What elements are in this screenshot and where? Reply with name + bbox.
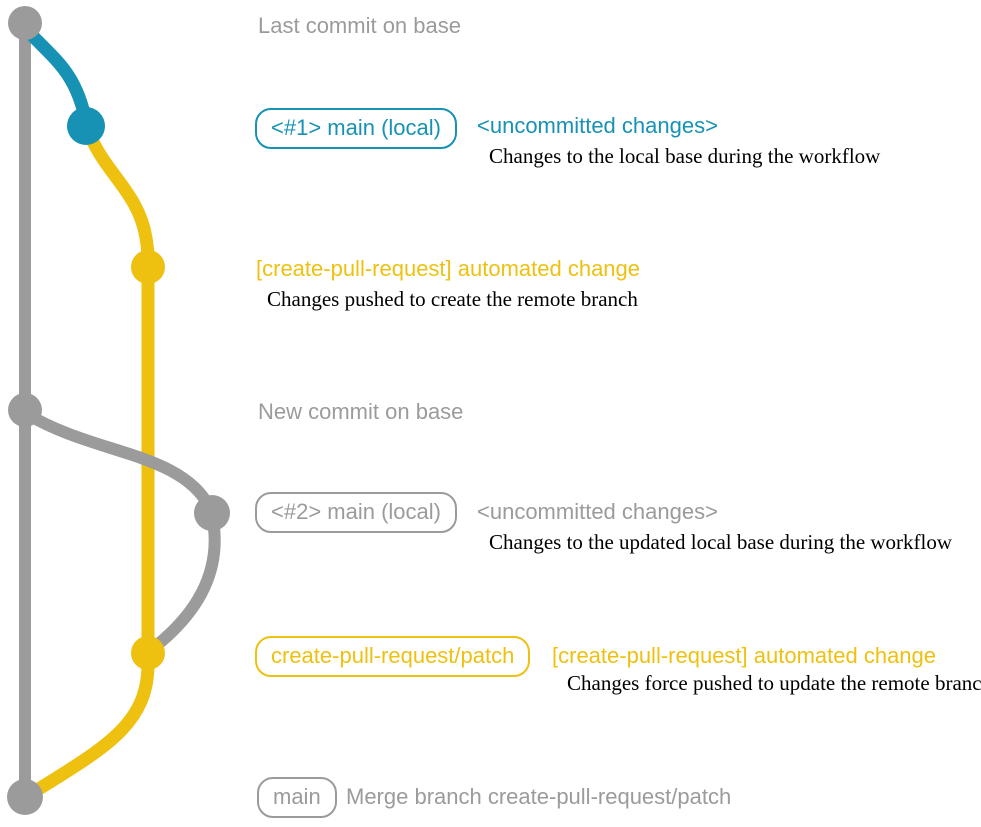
badge-main-local-1: <#1> main (local) (255, 108, 457, 149)
base-update-curve (21, 408, 216, 514)
badge-main: main (257, 777, 337, 818)
commit-dot-uncommitted-changes-2 (194, 495, 230, 531)
commit-dot-uncommitted-changes-1 (67, 107, 105, 145)
patch-branch-line (27, 123, 155, 799)
commit-dot-automated-change-2 (131, 636, 165, 670)
desc-automated-change-2: Changes force pushed to update the remot… (567, 671, 981, 695)
label-automated-change-2: [create-pull-request] automated change (552, 643, 937, 668)
caption-last-commit-on-base: Last commit on base (258, 13, 461, 38)
desc-automated-change-1: Changes pushed to create the remote bran… (267, 287, 638, 311)
caption-new-commit-on-base: New commit on base (258, 399, 464, 424)
badge-main-local-2: <#2> main (local) (255, 492, 457, 533)
commit-dot-last-commit-on-base (8, 6, 42, 40)
badge-create-pull-request-patch: create-pull-request/patch (255, 636, 531, 677)
desc-uncommitted-changes-1: Changes to the local base during the wor… (489, 144, 881, 168)
commit-dot-automated-change-1 (131, 250, 165, 284)
label-uncommitted-changes-2: <uncommitted changes> (477, 499, 718, 524)
local-main-branch-line (20, 23, 93, 129)
desc-uncommitted-changes-2: Changes to the updated local base during… (489, 530, 953, 554)
commit-dot-new-commit-on-base (8, 393, 42, 427)
label-uncommitted-changes-1: <uncommitted changes> (477, 113, 718, 138)
rebase-merge-curve (146, 509, 221, 655)
caption-merge-branch: Merge branch create-pull-request/patch (346, 784, 732, 809)
label-automated-change-1: [create-pull-request] automated change (256, 256, 641, 281)
commit-dot-merge-commit (7, 779, 43, 815)
